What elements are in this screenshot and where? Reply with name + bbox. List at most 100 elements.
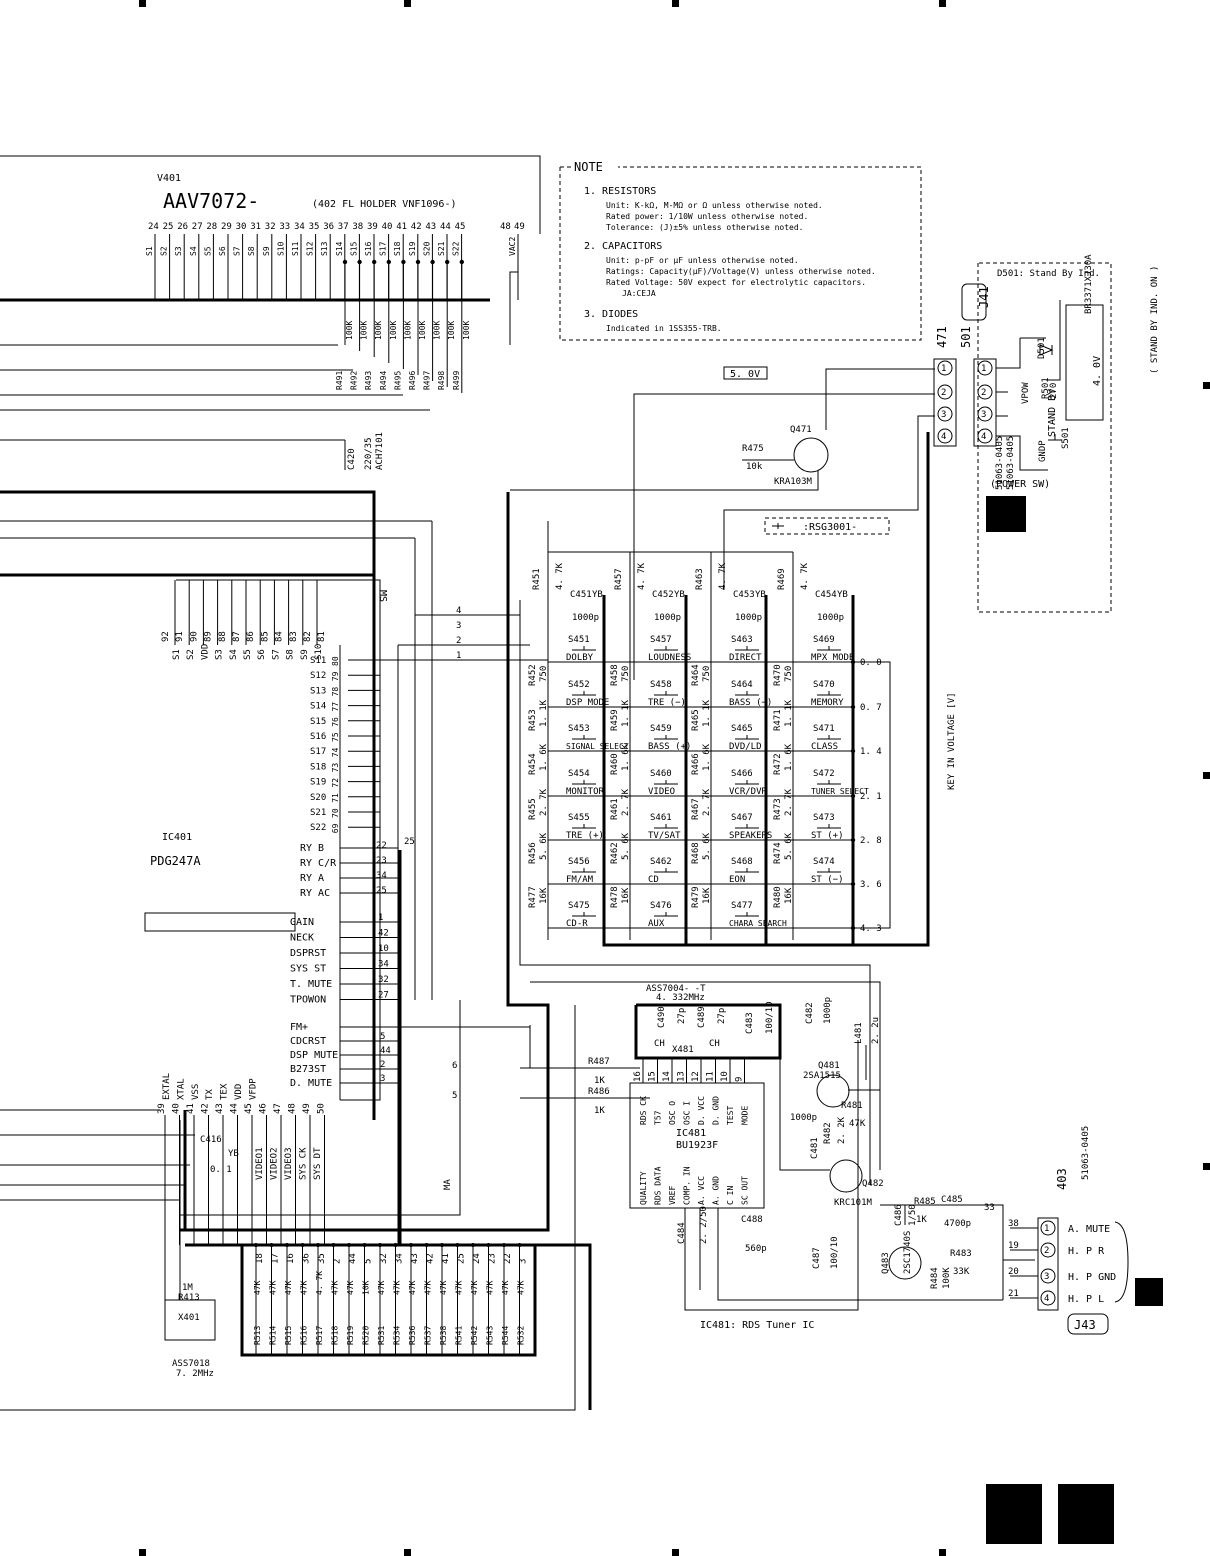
bottom-resistor-node: [254, 1243, 258, 1247]
key-switch-ref: S458: [650, 680, 672, 690]
fl-holder-note: (402 FL HOLDER VNF1096-): [312, 199, 457, 210]
key-pullup-value: 4. 7K: [800, 562, 810, 590]
key-ladder-value: 1. 6K: [539, 743, 549, 771]
fl-holder-pin-number: 26: [177, 222, 188, 232]
resistor-array-value: 100K: [360, 321, 369, 340]
resistor-array-ref: R495: [393, 371, 402, 390]
c485-val: 4700p: [944, 1219, 971, 1229]
bottom-resistor-pin: 22: [503, 1253, 513, 1264]
ic401-ry-wire: 25: [376, 886, 387, 896]
resistor-array-node: [430, 259, 435, 265]
bottom-resistor-value: 47K: [284, 1280, 293, 1295]
l481-ref: L481: [854, 1022, 864, 1044]
ic401-bottom-pin-number: 43: [215, 1103, 225, 1114]
bottom-resistor-node: [440, 1243, 444, 1247]
ic401-right-pin: S14: [310, 702, 326, 712]
c484-ref: C484: [677, 1222, 687, 1244]
bottom-resistor-node: [300, 1243, 305, 1247]
key-row-node: [850, 881, 856, 887]
out-wire-number: 33: [984, 1203, 995, 1213]
bottom-resistor-ref: R542: [470, 1326, 479, 1345]
key-ladder-ref: R474: [773, 842, 783, 864]
ic401-top-pin: S2: [186, 649, 196, 660]
key-switch-ref: S471: [813, 724, 835, 734]
ic401-right-pin-number: 73: [331, 763, 340, 773]
key-switch-ref: S456: [568, 857, 590, 867]
fl-holder-pin-number: 30: [236, 222, 247, 232]
r413-ref: R413: [178, 1293, 200, 1303]
key-switch-ref: S462: [650, 857, 672, 867]
bottom-resistor-ref: R532: [517, 1326, 526, 1345]
key-row-node: [850, 837, 856, 843]
ic401-top-pin: S3: [215, 649, 225, 660]
bottom-resistor-node: [378, 1243, 382, 1247]
fl-holder-pin-number: 31: [250, 222, 261, 232]
out-wire-number: 21: [1008, 1289, 1019, 1299]
key-cap-ref: C453: [733, 590, 755, 600]
bottom-resistor-ref: R519: [346, 1326, 355, 1345]
key-voltage: 2. 1: [860, 792, 882, 802]
resistor-array-node: [342, 259, 348, 265]
resistor-array-value: 100K: [462, 321, 471, 340]
rds-xtal-freq: 4. 332MHz: [656, 993, 705, 1003]
key-switch-ref: S463: [731, 635, 753, 645]
key-switch-label: MEMORY: [811, 698, 844, 708]
ic401-bottom-signal: SYS DT: [313, 1147, 323, 1180]
key-ladder-ref: R452: [528, 664, 538, 686]
standby-d501: D501: [1037, 337, 1047, 359]
ic401-lower-pin: DSP MUTE: [290, 1050, 338, 1061]
key-voltage: 2. 8: [860, 836, 882, 846]
key-ladder-ref: R479: [691, 886, 701, 908]
resistor-array-node: [445, 259, 450, 265]
ic401-top-pin-number: 83: [289, 631, 299, 642]
ic401-ctrl-wire: 34: [378, 960, 389, 970]
fl-holder-pin-signal: S13: [320, 241, 329, 256]
key-pullup-ref: R463: [695, 568, 705, 590]
key-row-number: 1: [456, 651, 461, 661]
fl-holder-pin-signal: S19: [408, 241, 417, 256]
key-switch-label: EON: [729, 875, 745, 885]
out-wire-number: 38: [1008, 1219, 1019, 1229]
ic401-ctrl-wire: 32: [378, 975, 389, 985]
key-ladder-ref: R473: [773, 798, 783, 820]
key-ladder-ref: R470: [773, 664, 783, 686]
ic481-top-pin: TEST: [726, 1106, 735, 1125]
fl-holder-pin-number: 38: [352, 222, 363, 232]
bottom-resistor-ref: R543: [486, 1326, 495, 1345]
fl-holder-pin-number: 40: [382, 222, 393, 232]
key-switch-ref: S468: [731, 857, 753, 867]
connector-pin: [937, 428, 953, 444]
key-ladder-ref: R464: [691, 664, 701, 686]
ic401-top-pin: S1: [172, 649, 182, 660]
bottom-resistor-node: [409, 1243, 413, 1247]
bottom-resistor-value: 47K: [486, 1280, 495, 1295]
connector-pin-number: 2: [981, 388, 986, 398]
connector-pin-number: 1: [941, 364, 946, 374]
key-ladder-value: 5. 6K: [784, 832, 794, 860]
out-connector-pin: [1040, 1242, 1056, 1258]
key-switch-ref: S464: [731, 680, 753, 690]
key-row-number: 2: [456, 636, 461, 646]
r482-ref: R482: [823, 1122, 833, 1144]
key-cap-type: YB: [592, 590, 603, 600]
c487-ref: C487: [812, 1247, 822, 1269]
q481-part: 2SA1515: [803, 1071, 841, 1081]
ic401-lower-wire: 3: [380, 1074, 385, 1084]
key-switch-label: MONITOR: [566, 787, 605, 797]
note-c-rating: Ratings: Capacity(µF)/Voltage(V) unless …: [606, 267, 876, 276]
key-ladder-ref: R468: [691, 842, 701, 864]
fl-holder-pin-signal: S5: [203, 246, 212, 256]
key-switch-label: CD-R: [566, 919, 588, 929]
out-connector-pin-number: 4: [1044, 1294, 1049, 1304]
resistor-array-value: 100K: [389, 321, 398, 340]
fl-holder-pin-signal: S9: [262, 246, 271, 256]
key-ladder-value: 2. 7K: [539, 788, 549, 816]
fl-holder-pin-number: 49: [514, 222, 525, 232]
key-switch-label: FM/AM: [566, 875, 594, 885]
ic401-top-pin-number: 84: [275, 631, 285, 642]
fl-holder-pin-signal: S16: [364, 241, 373, 256]
ic401-bottom-pin: EXTAL: [162, 1073, 172, 1100]
ic401-top-pin-number: 85: [260, 631, 270, 642]
